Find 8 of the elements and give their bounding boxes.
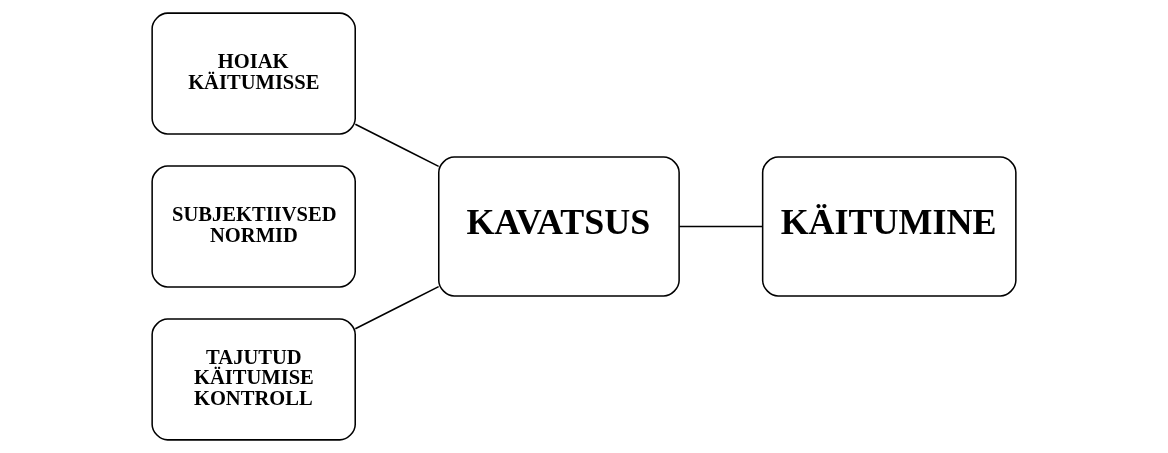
connector: [678, 225, 763, 228]
node-box: SUBJEKTIIVSED NORMID: [151, 165, 356, 288]
node-box: KAVATSUS: [438, 156, 680, 297]
node-box: HOIAK KÄITUMISSE: [151, 12, 356, 135]
node-box: KÄITUMINE: [761, 156, 1017, 297]
connector: [354, 285, 440, 330]
connector: [354, 123, 440, 168]
node-box: TAJUTUD KÄITUMISE KONTROLL: [151, 318, 356, 441]
